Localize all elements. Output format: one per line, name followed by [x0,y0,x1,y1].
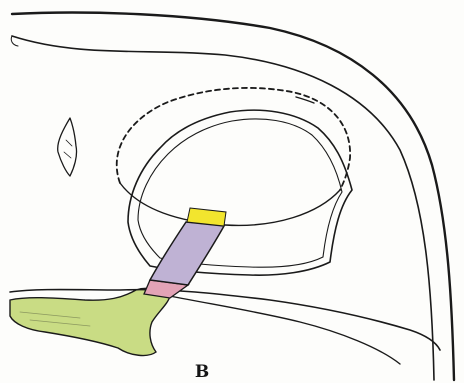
green-bone [10,288,170,355]
spindle-structure [58,118,77,176]
bony-cavity [128,110,352,275]
figure-label: B [195,362,209,382]
ellipse-lower-arc [120,183,340,225]
purple-band [150,222,224,285]
